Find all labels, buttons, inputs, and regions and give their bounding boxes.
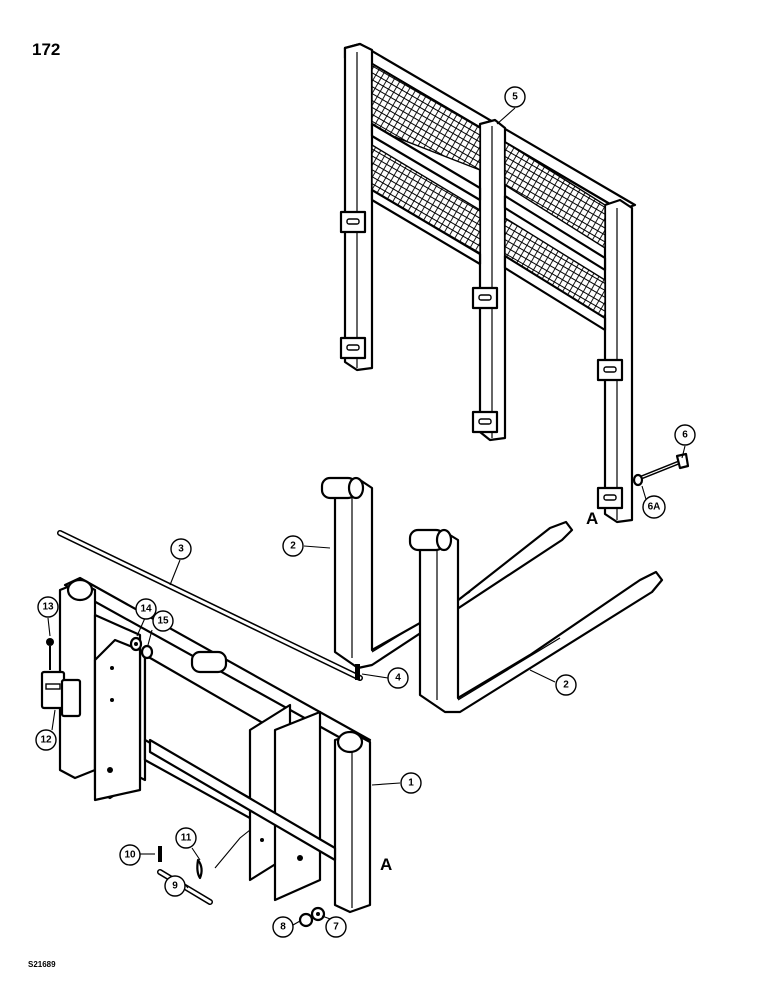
callout-7: 7 (325, 916, 347, 938)
callout-10: 10 (119, 844, 141, 866)
reference-letter-a-upper: A (586, 509, 598, 528)
svg-text:2: 2 (290, 541, 296, 552)
callout-6: 6 (674, 424, 696, 446)
callout-6a: 6A (642, 495, 666, 519)
reference-letter-a-lower: A (380, 855, 392, 874)
callout-15: 15 (152, 610, 174, 632)
svg-text:2: 2 (563, 680, 569, 691)
roll-pin-4 (355, 664, 360, 680)
svg-text:8: 8 (280, 922, 286, 933)
callout-14: 14 (135, 598, 157, 620)
fork-rod (57, 530, 363, 681)
page-number: 172 (32, 40, 61, 59)
callout-12: 12 (35, 729, 57, 751)
callout-2-upper: 2 (282, 535, 304, 557)
backrest-bolt (632, 452, 690, 487)
svg-text:11: 11 (181, 833, 192, 844)
svg-text:12: 12 (40, 735, 52, 746)
svg-text:10: 10 (124, 850, 136, 861)
pin-assembly (157, 846, 213, 905)
callout-11: 11 (175, 827, 197, 849)
svg-text:15: 15 (157, 616, 169, 627)
svg-text:7: 7 (333, 922, 339, 933)
callout-4: 4 (387, 667, 409, 689)
fork-left (320, 476, 574, 670)
svg-text:13: 13 (42, 602, 54, 613)
svg-text:5: 5 (512, 92, 518, 103)
fork-right (408, 528, 664, 714)
callout-1: 1 (400, 772, 422, 794)
svg-text:9: 9 (172, 881, 178, 892)
figure-code: S21689 (28, 960, 56, 969)
svg-text:14: 14 (140, 604, 152, 615)
washer-nut-7-8 (298, 906, 326, 928)
callout-3: 3 (170, 538, 192, 560)
callout-2-lower: 2 (555, 674, 577, 696)
callout-13: 13 (37, 596, 59, 618)
load-backrest (339, 42, 637, 524)
fork-carriage (58, 576, 372, 914)
callout-8: 8 (272, 916, 294, 938)
svg-text:4: 4 (395, 673, 401, 684)
svg-text:3: 3 (178, 544, 184, 555)
svg-text:1: 1 (408, 778, 414, 789)
washer-nut-14-15 (129, 636, 154, 660)
svg-text:6A: 6A (648, 502, 661, 513)
leader-lines (47, 107, 686, 926)
svg-text:6: 6 (682, 430, 688, 441)
latch-assembly (40, 638, 82, 718)
callout-9: 9 (164, 875, 186, 897)
callout-5: 5 (504, 86, 526, 108)
